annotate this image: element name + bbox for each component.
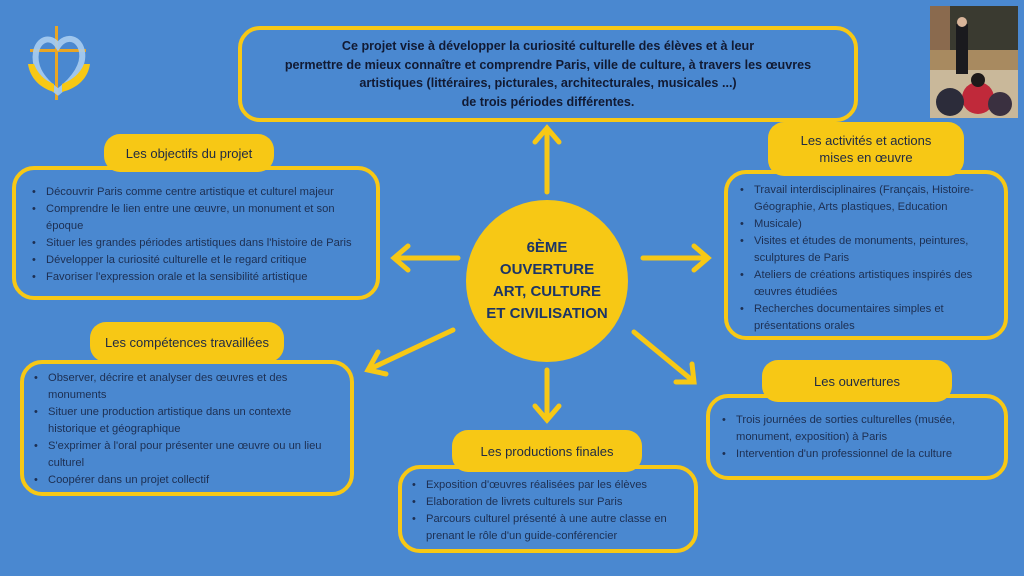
list-item: Visites et études de monuments, peinture… [740,233,994,267]
arrow-down-left [364,327,456,377]
arrow-right [640,243,712,273]
competences-box: Observer, décrire et analyser des œuvres… [20,360,354,496]
arrow-left [390,243,461,273]
objectifs-list: Découvrir Paris comme centre artistique … [22,184,366,286]
activites-list: Travail interdisciplinaires (Français, H… [730,182,994,335]
list-item: Découvrir Paris comme centre artistique … [32,184,366,201]
central-theme-circle: 6ÈME OUVERTURE ART, CULTURE ET CIVILISAT… [466,200,628,362]
museum-photo [930,6,1018,118]
productions-box: Exposition d'œuvres réalisées par les él… [398,465,698,553]
objectifs-title: Les objectifs du projet [104,134,274,172]
list-item: Observer, décrire et analyser des œuvres… [34,370,340,404]
logo [18,22,98,104]
arrow-down [532,367,562,424]
center-line: ET CIVILISATION [486,305,608,322]
list-item: S'exprimer à l'oral pour présenter une œ… [34,438,340,472]
list-item: Elaboration de livrets culturels sur Par… [412,494,686,511]
productions-title: Les productions finales [452,430,642,472]
intro-line: de trois périodes différentes. [461,94,635,109]
center-line: 6ÈME [526,239,568,256]
center-line: ART, CULTURE [492,283,602,300]
competences-title: Les compétences travaillées [90,322,284,362]
list-item: Coopérer dans un projet collectif [34,472,340,489]
list-item: Travail interdisciplinaires (Français, H… [740,182,994,216]
activites-box: Travail interdisciplinaires (Français, H… [724,170,1008,340]
list-item: Intervention d'un professionnel de la cu… [722,446,994,463]
ouvertures-list: Trois journées de sorties culturelles (m… [712,412,994,463]
list-item: Exposition d'œuvres réalisées par les él… [412,477,686,494]
arrow-up [532,124,562,195]
productions-list: Exposition d'œuvres réalisées par les él… [402,477,686,545]
list-item: Parcours culturel présenté à une autre c… [412,511,686,545]
cross-heart-hands-logo-icon [28,26,90,100]
competences-list: Observer, décrire et analyser des œuvres… [24,370,340,489]
list-item: Musicale) [740,216,994,233]
objectifs-box: Découvrir Paris comme centre artistique … [12,166,380,300]
list-item: Ateliers de créations artistiques inspir… [740,267,994,301]
museum-photo-image [930,6,1018,118]
arrow-down-right [631,329,697,385]
list-item: Favoriser l'expression orale et la sensi… [32,269,366,286]
list-item: Comprendre le lien entre une œuvre, un m… [32,201,366,235]
center-line: OUVERTURE [499,261,595,278]
list-item: Développer la curiosité culturelle et le… [32,252,366,269]
ouvertures-title: Les ouvertures [762,360,952,402]
project-intro-box: Ce projet vise à développer la curiosité… [238,26,858,122]
intro-line: permettre de mieux connaître et comprend… [284,57,812,72]
list-item: Recherches documentaires simples et prés… [740,301,994,335]
intro-line: Ce projet vise à développer la curiosité… [341,39,755,53]
ouvertures-box: Trois journées de sorties culturelles (m… [706,394,1008,480]
list-item: Situer les grandes périodes artistiques … [32,235,366,252]
activites-title: Les activités et actions mises en œuvre [768,122,964,176]
list-item: Trois journées de sorties culturelles (m… [722,412,994,446]
intro-line: artistiques (littéraires, picturales, ar… [359,76,737,90]
list-item: Situer une production artistique dans un… [34,404,340,438]
